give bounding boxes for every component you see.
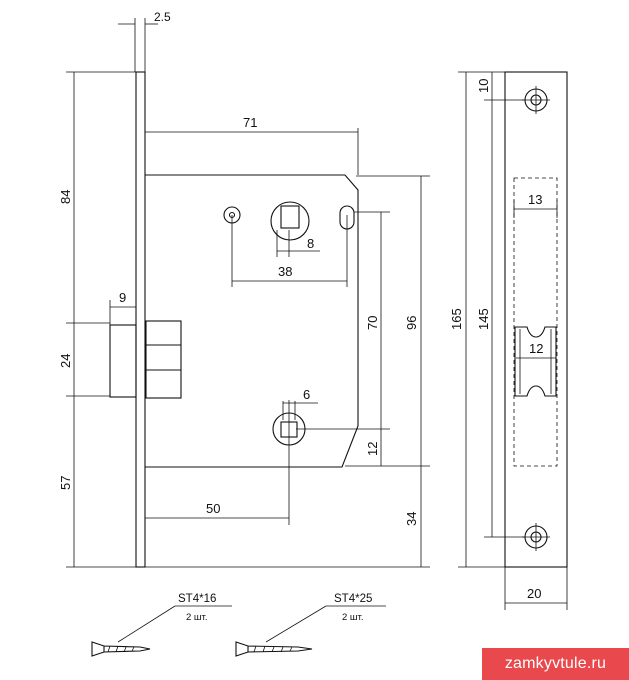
dim-key-offset: 12 bbox=[365, 442, 380, 456]
screw-1-qty: 2 шт. bbox=[186, 612, 207, 623]
dim-case-to-bottom: 34 bbox=[404, 512, 419, 526]
spindle-square bbox=[280, 205, 300, 229]
latch-block bbox=[145, 320, 182, 399]
dim-key-hole-width: 6 bbox=[303, 387, 310, 402]
screw-2-icon bbox=[235, 641, 313, 657]
screw-2-spec: ST4*25 bbox=[334, 593, 372, 605]
screw-2: ST4*25 2 шт. bbox=[235, 593, 386, 657]
faceplate bbox=[135, 71, 146, 568]
dim-latch-projection: 9 bbox=[119, 290, 126, 305]
dim-total-height: 165 bbox=[449, 308, 464, 330]
screw-1: ST4*16 2 шт. bbox=[91, 593, 232, 657]
dim-bolt-window-width: 12 bbox=[529, 341, 543, 356]
lock-case bbox=[145, 174, 359, 468]
dim-case-height: 96 bbox=[404, 316, 419, 330]
front-view: 13 12 165 145 10 20 bbox=[449, 71, 568, 610]
dim-screw-spacing: 145 bbox=[476, 308, 491, 330]
dim-backset: 50 bbox=[206, 501, 220, 516]
screw-1-spec: ST4*16 bbox=[178, 593, 216, 605]
dim-screw-top-offset: 10 bbox=[476, 79, 491, 93]
dim-faceplate-thickness: 2.5 bbox=[154, 10, 171, 24]
bolt-window bbox=[514, 326, 557, 397]
dim-top-to-latch: 84 bbox=[58, 190, 73, 204]
side-view: 2.5 71 84 24 57 9 8 38 70 96 12 bbox=[58, 10, 430, 568]
dim-latch-to-bottom: 57 bbox=[58, 476, 73, 490]
screw-1-icon bbox=[91, 641, 151, 657]
dim-spindle-square: 8 bbox=[307, 236, 314, 251]
latch bbox=[109, 324, 137, 398]
latch-window-outline bbox=[513, 177, 558, 467]
dim-case-depth: 71 bbox=[243, 115, 257, 130]
spindle-hole bbox=[270, 201, 310, 241]
dim-center-distance: 70 bbox=[365, 316, 380, 330]
dim-latch-window-width: 13 bbox=[528, 192, 542, 207]
dim-follower-to-screw: 38 bbox=[278, 264, 292, 279]
dim-plate-width: 20 bbox=[527, 586, 541, 601]
watermark: zamkyvtule.ru bbox=[482, 648, 629, 680]
dim-latch-height: 24 bbox=[58, 354, 73, 368]
screw-2-qty: 2 шт. bbox=[342, 612, 363, 623]
front-faceplate bbox=[504, 71, 568, 568]
slot-hole bbox=[339, 205, 355, 230]
